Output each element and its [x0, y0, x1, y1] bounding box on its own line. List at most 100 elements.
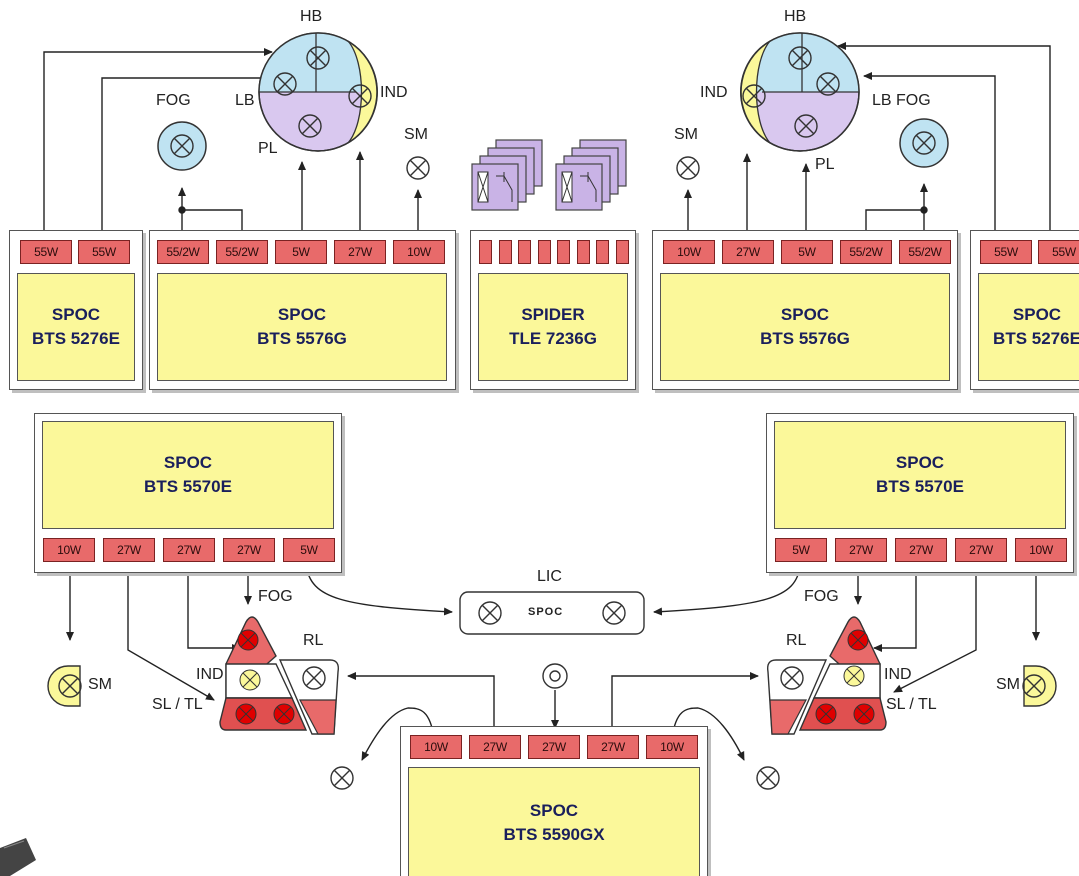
wires-top-right [684, 42, 1051, 238]
spider-relay-icon-left [471, 139, 543, 211]
tail-lamp-rear-left [219, 616, 340, 735]
chip-part: BTS 5576G [257, 329, 347, 348]
wires-bottom [347, 672, 759, 761]
label-ind-left: IND [380, 84, 408, 101]
pin: 55W [78, 240, 130, 264]
reverse-lamp-icon [542, 663, 568, 689]
spider-pin [576, 240, 590, 264]
label-lic-spoc: SPOC [528, 606, 564, 618]
pin: 55/2W [157, 240, 209, 264]
label-fog-rear-left: FOG [258, 588, 293, 605]
pin: 10W [646, 735, 698, 759]
pin: 27W [835, 538, 887, 562]
pin: 27W [587, 735, 639, 759]
fog-lamp-front-right [899, 118, 949, 168]
lamp-bottom-right [756, 766, 780, 790]
lamp-bottom-left [330, 766, 354, 790]
label-lb-fog-right: LB FOG [872, 92, 931, 109]
fog-lamp-front-left [157, 121, 207, 171]
spider-pin [557, 240, 571, 264]
module-spoc-bts5576g-left: 55/2W 55/2W 5W 27W 10W SPOC BTS 5576G [149, 230, 456, 390]
label-ind-rear-right: IND [884, 666, 912, 683]
side-marker-rear-left [47, 665, 82, 707]
label-pl-left: PL [258, 140, 278, 157]
pin: 55/2W [216, 240, 268, 264]
side-marker-front-right [676, 156, 700, 180]
pin: 27W [163, 538, 215, 562]
pin: 27W [528, 735, 580, 759]
label-fog-left: FOG [156, 92, 191, 109]
pin: 10W [663, 240, 715, 264]
chip-name: SPOC [895, 453, 945, 472]
pin: 5W [775, 538, 827, 562]
spider-relay-icon-right [555, 139, 627, 211]
chip-label: SPOC BTS 5276E [978, 273, 1079, 381]
pin: 10W [1015, 538, 1067, 562]
label-rl-left: RL [303, 632, 324, 649]
side-marker-rear-right [1022, 665, 1057, 707]
spider-pin [518, 240, 532, 264]
label-rl-right: RL [786, 632, 807, 649]
chip-name: SPOC [51, 305, 101, 324]
tail-lamp-rear-right [766, 616, 887, 735]
pin: 5W [781, 240, 833, 264]
chip-part: BTS 5570E [876, 477, 964, 496]
chip-label: SPOC BTS 5576G [660, 273, 950, 381]
label-hb-right: HB [784, 8, 807, 25]
module-spider-tle7236g: SPIDER TLE 7236G [470, 230, 636, 390]
pin: 5W [275, 240, 327, 264]
headlamp-front-left [258, 32, 378, 152]
chip-label: SPOC BTS 5576G [157, 273, 447, 381]
spider-pin-row [479, 240, 629, 264]
pin: 27W [223, 538, 275, 562]
label-sltl-right: SL / TL [886, 696, 937, 713]
label-ind-rear-left: IND [196, 666, 224, 683]
pin: 5W [283, 538, 335, 562]
chip-label: SPOC BTS 5570E [42, 421, 334, 529]
license-plate-lamp [459, 591, 645, 635]
chip-part: BTS 5276E [32, 329, 120, 348]
chip-label: SPOC BTS 5276E [17, 273, 135, 381]
chip-part: BTS 5590GX [503, 825, 605, 844]
label-lic: LIC [537, 568, 562, 585]
pin: 27W [103, 538, 155, 562]
spider-pin [615, 240, 629, 264]
spider-pin [537, 240, 551, 264]
pin: 55/2W [840, 240, 892, 264]
module-spoc-bts5590gx: 10W 27W 27W 27W 10W SPOC BTS 5590GX [400, 726, 708, 876]
spider-pin [479, 240, 492, 264]
chip-part: BTS 5570E [144, 477, 232, 496]
chip-name: SPOC [780, 305, 830, 324]
module-spoc-bts5570e-left: SPOC BTS 5570E 10W 27W 27W 27W 5W [34, 413, 342, 573]
headlamp-front-right [740, 32, 860, 152]
pin: 55W [980, 240, 1032, 264]
pin: 10W [393, 240, 445, 264]
device-photo-fragment [0, 838, 36, 876]
chip-part: TLE 7236G [509, 329, 597, 348]
chip-name: SPOC [277, 305, 327, 324]
chip-part: BTS 5576G [760, 329, 850, 348]
pin: 27W [722, 240, 774, 264]
label-sm-rear-right: SM [996, 676, 1020, 693]
chip-label: SPOC BTS 5590GX [408, 767, 700, 876]
label-fog-rear-right: FOG [804, 588, 839, 605]
pin: 27W [334, 240, 386, 264]
module-spoc-bts5276e-left: 55W 55W SPOC BTS 5276E [9, 230, 143, 390]
chip-name: SPOC [529, 801, 579, 820]
label-pl-right: PL [815, 156, 835, 173]
pin: 10W [43, 538, 95, 562]
pin: 55/2W [899, 240, 951, 264]
module-spoc-bts5570e-right: SPOC BTS 5570E 5W 27W 27W 27W 10W [766, 413, 1074, 573]
spider-pin [498, 240, 512, 264]
pin: 10W [410, 735, 462, 759]
chip-name: SPOC [1012, 305, 1062, 324]
pin: 55W [1038, 240, 1079, 264]
spider-pin [596, 240, 610, 264]
chip-name: SPOC [163, 453, 213, 472]
chip-label: SPIDER TLE 7236G [478, 273, 628, 381]
chip-part: BTS 5276E [993, 329, 1079, 348]
label-sltl-left: SL / TL [152, 696, 203, 713]
label-sm-left: SM [404, 126, 428, 143]
